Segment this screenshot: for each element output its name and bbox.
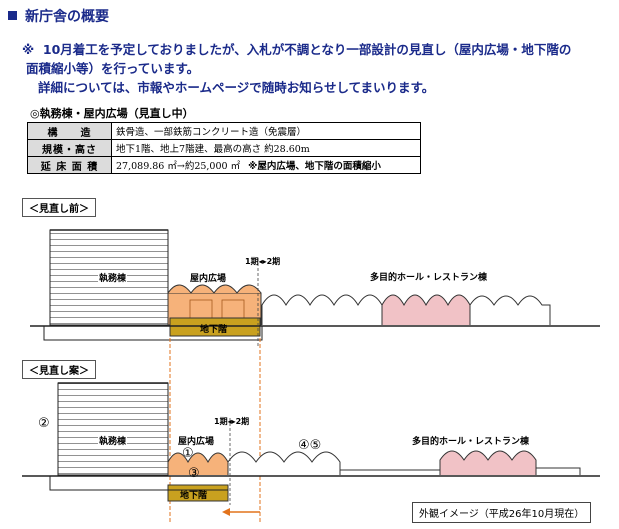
notice-text-1: 10月着工を予定しておりましたが、入札が不調となり一部設計の見直し（屋内広場・地…: [42, 42, 572, 57]
tower-label: 執務棟: [98, 271, 128, 284]
notice-line-1: ※ 10月着工を予定しておりましたが、入札が不調となり一部設計の見直し（屋内広場…: [22, 40, 612, 59]
plaza-block: [167, 452, 229, 475]
arrow-head-icon: [222, 508, 230, 516]
plaza-arches: [167, 284, 262, 294]
basement-block: [169, 317, 261, 337]
hall-building: [381, 294, 471, 325]
tower-label: 執務棟: [98, 434, 128, 447]
marker-3: ③: [188, 466, 200, 481]
marker-45: ④⑤: [298, 438, 322, 453]
notice-block: ※ 10月着工を予定しておりましたが、入札が不調となり一部設計の見直し（屋内広場…: [22, 40, 612, 97]
notice-line-2: 面積縮小等）を行っています。: [26, 61, 200, 76]
before-tag: ＜見直し前＞: [22, 198, 96, 217]
spec-table: 構 造 鉄骨造、一部鉄筋コンクリート造（免震層） 規模・高さ 地下1階、地上7階…: [27, 122, 421, 174]
phase-label: 1期◂▸2期: [214, 417, 250, 426]
hall-building: [439, 450, 537, 475]
marker-1: ①: [182, 446, 194, 461]
basement-label: 地下階: [200, 325, 228, 335]
spec-value: 27,089.86 ㎡→約25,000 ㎡: [116, 161, 241, 172]
section-heading: 新庁舎の概要: [8, 6, 109, 26]
marker-2: ②: [38, 416, 50, 431]
canopy-arches: [261, 294, 383, 325]
hall-label: 多目的ホール・レストラン棟: [412, 437, 530, 447]
diagram-after: [22, 382, 600, 505]
square-bullet-icon: [8, 11, 17, 20]
table-row: 構 造 鉄骨造、一部鉄筋コンクリート造（免震層）: [27, 122, 421, 140]
plaza-label: 屋内広場: [178, 437, 215, 447]
heading-text: 新庁舎の概要: [25, 9, 109, 25]
section-subtitle: ◎執務棟・屋内広場（見直し中）: [30, 107, 194, 120]
basement-block: [167, 484, 229, 502]
phase-label: 1期◂▸2期: [245, 257, 281, 266]
notice-mark: ※: [22, 42, 35, 57]
spec-key: 延 床 面 積: [27, 156, 112, 174]
after-tag: ＜見直し案＞: [22, 360, 96, 379]
basement-label: 地下階: [180, 491, 208, 501]
diagram-before: [30, 229, 600, 346]
canopy-arches: [227, 451, 341, 475]
plaza-label: 屋内広場: [190, 274, 227, 284]
table-row: 延 床 面 積 27,089.86 ㎡→約25,000 ㎡ ※屋内広場、地下階の面…: [27, 156, 421, 174]
hall-label: 多目的ホール・レストラン棟: [370, 273, 488, 283]
image-caption: 外観イメージ（平成26年10月現在）: [412, 502, 592, 523]
spec-note: ※屋内広場、地下階の面積縮小: [248, 161, 381, 172]
low-connector: [339, 469, 441, 475]
tower-building: [57, 382, 169, 476]
spec-value-cell: 27,089.86 ㎡→約25,000 ㎡ ※屋内広場、地下階の面積縮小: [111, 156, 421, 174]
notice-line-3: 詳細については、市報やホームページで随時お知らせしてまいります。: [38, 80, 435, 95]
hall-annex-arches: [469, 295, 551, 325]
